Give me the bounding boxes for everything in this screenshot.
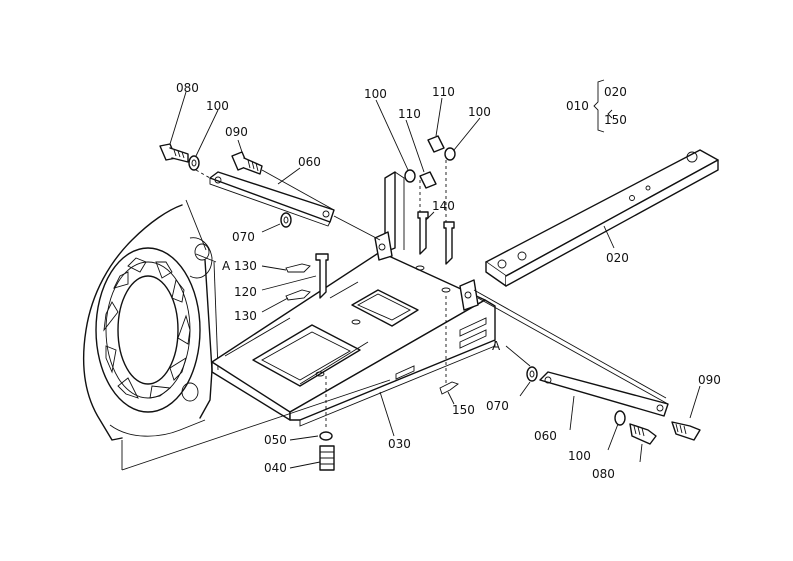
label-050: 050 <box>264 433 287 447</box>
label-110-mid: 110 <box>398 107 421 121</box>
label-120: 120 <box>234 285 257 299</box>
nut-110-mid <box>419 171 437 189</box>
washer-100-mid <box>404 169 416 183</box>
engine-housing <box>83 199 219 470</box>
washer-050 <box>319 431 333 441</box>
label-090-right: 090 <box>698 373 721 387</box>
nut-110-top <box>427 135 445 153</box>
washer-070-left <box>280 212 292 228</box>
label-140: 140 <box>432 199 455 213</box>
label-020-brace: 020 <box>604 85 627 99</box>
label-030: 030 <box>388 437 411 451</box>
part-labels: 080 100 090 060 070 100 110 110 100 140 … <box>176 81 721 481</box>
clip-130-lower <box>285 289 311 301</box>
label-060-top: 060 <box>298 155 321 169</box>
bolt-090-right <box>671 421 701 441</box>
washer-100-right <box>614 410 626 426</box>
link-060-left <box>209 171 335 227</box>
label-020-bar: 020 <box>606 251 629 265</box>
label-150-lower: 150 <box>452 403 475 417</box>
label-a-right: A <box>492 339 501 353</box>
bolt-080-right <box>629 423 657 445</box>
label-110-top: 110 <box>432 85 455 99</box>
label-080-top: 080 <box>176 81 199 95</box>
label-100-top-right: 100 <box>468 105 491 119</box>
drawbar-020 <box>485 149 719 287</box>
label-a-left: A <box>222 259 231 273</box>
label-060-right: 060 <box>534 429 557 443</box>
label-130-upper: 130 <box>234 259 257 273</box>
main-frame-030 <box>211 171 496 427</box>
label-090-top: 090 <box>225 125 248 139</box>
leader-lines <box>121 91 701 471</box>
label-070-top: 070 <box>232 230 255 244</box>
bolt-090-top <box>231 151 263 175</box>
pin-120 <box>315 253 329 299</box>
bolt-040 <box>319 445 335 471</box>
label-040: 040 <box>264 461 287 475</box>
clip-150-lower <box>439 381 459 395</box>
link-060-right <box>539 371 669 417</box>
washer-070-right <box>526 366 538 382</box>
label-100-top-left: 100 <box>206 99 229 113</box>
pins-140 <box>417 211 455 265</box>
washer-100-top-right <box>444 147 456 161</box>
brace-010 <box>593 79 613 133</box>
clip-130-upper <box>285 263 311 273</box>
label-100-right: 100 <box>568 449 591 463</box>
label-080-right: 080 <box>592 467 615 481</box>
label-130-lower: 130 <box>234 309 257 323</box>
centerlines <box>195 160 447 430</box>
label-100-mid: 100 <box>364 87 387 101</box>
label-070-right: 070 <box>486 399 509 413</box>
label-010: 010 <box>566 99 589 113</box>
bolt-080-left <box>159 143 189 163</box>
washer-100-left <box>188 155 200 171</box>
label-150-brace: 150 <box>604 113 627 127</box>
